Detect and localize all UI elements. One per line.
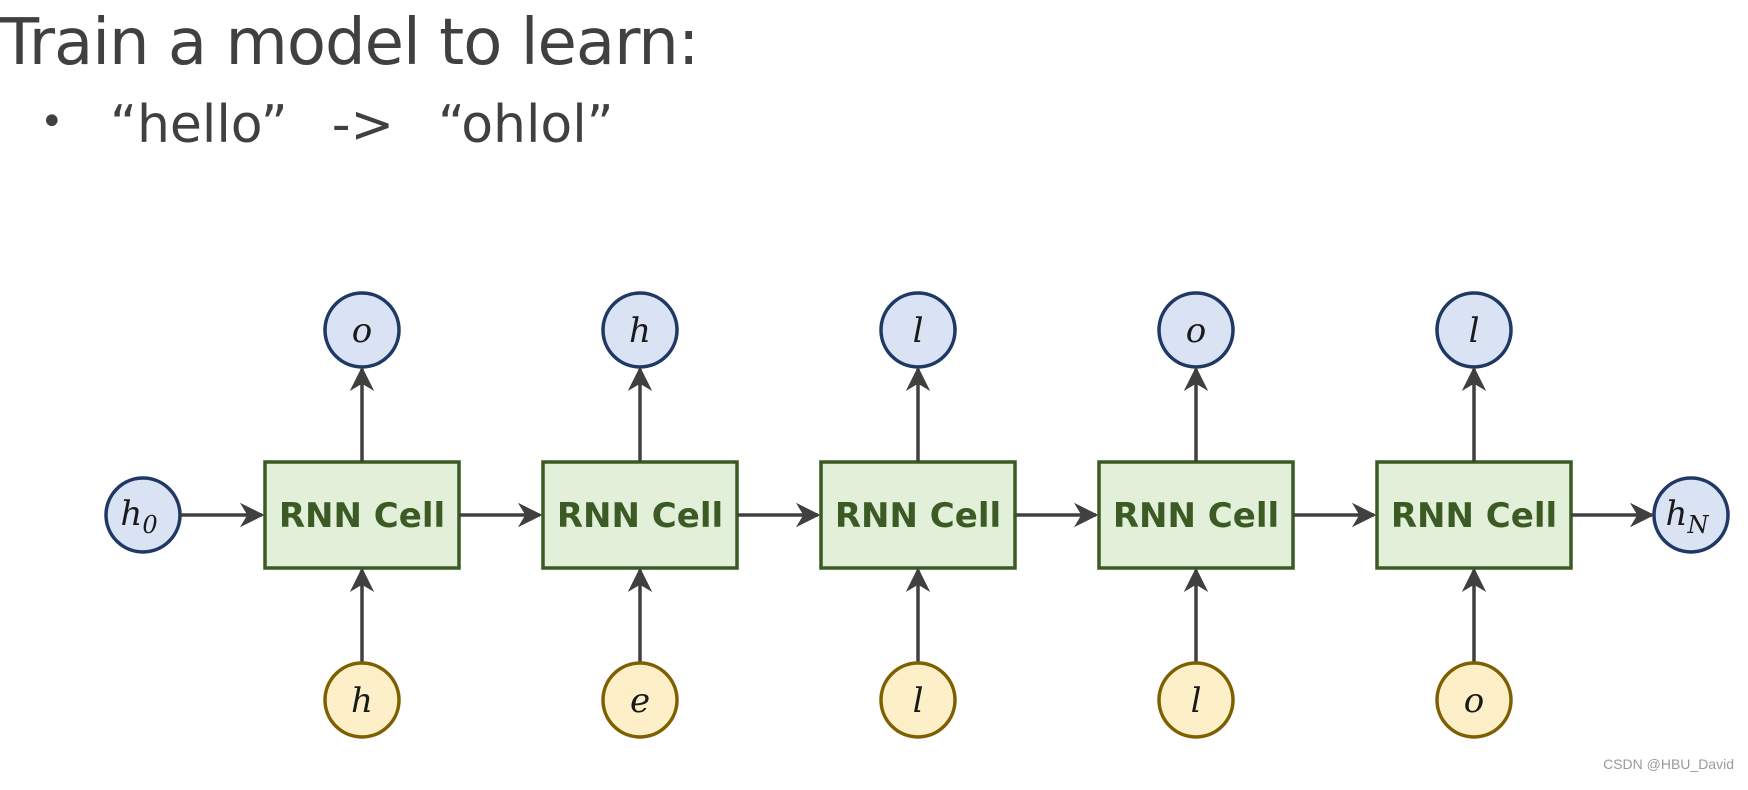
input-node (879, 661, 957, 739)
bullet-dot-icon: • (40, 99, 64, 145)
input-label: l (913, 681, 924, 721)
output-node (323, 291, 401, 369)
mapping-arrow: -> (331, 95, 395, 155)
final-state-node (1652, 476, 1730, 554)
output-label: o (1186, 311, 1206, 351)
input-node (323, 661, 401, 739)
initial-state-label: h0 (120, 494, 157, 539)
input-node (1435, 661, 1513, 739)
input-node (1157, 661, 1235, 739)
input-sequence: “hello” (110, 95, 288, 155)
input-label: l (1191, 681, 1202, 721)
rnn-cell-label: RNN Cell (835, 496, 1001, 536)
slide-title: Train a model to learn: (0, 6, 699, 80)
rnn-cell-box (819, 460, 1017, 570)
output-label: h (629, 311, 651, 351)
watermark: CSDN @HBU_David (1603, 756, 1734, 772)
rnn-cell-label: RNN Cell (279, 496, 445, 536)
output-node (1435, 291, 1513, 369)
output-label: l (1469, 311, 1480, 351)
input-node (601, 661, 679, 739)
output-node (601, 291, 679, 369)
rnn-cell-label: RNN Cell (1113, 496, 1279, 536)
output-label: l (913, 311, 924, 351)
output-node (879, 291, 957, 369)
input-label: e (630, 681, 650, 721)
rnn-cell-label: RNN Cell (1391, 496, 1557, 536)
example-bullet: • “hello” -> “ohlol” (40, 94, 614, 156)
input-label: h (351, 681, 373, 721)
output-node (1157, 291, 1235, 369)
rnn-cell-label: RNN Cell (557, 496, 723, 536)
output-label: o (352, 311, 372, 351)
input-label: o (1464, 681, 1484, 721)
output-sequence: “ohlol” (438, 95, 614, 155)
final-state-label: hN (1666, 494, 1710, 539)
